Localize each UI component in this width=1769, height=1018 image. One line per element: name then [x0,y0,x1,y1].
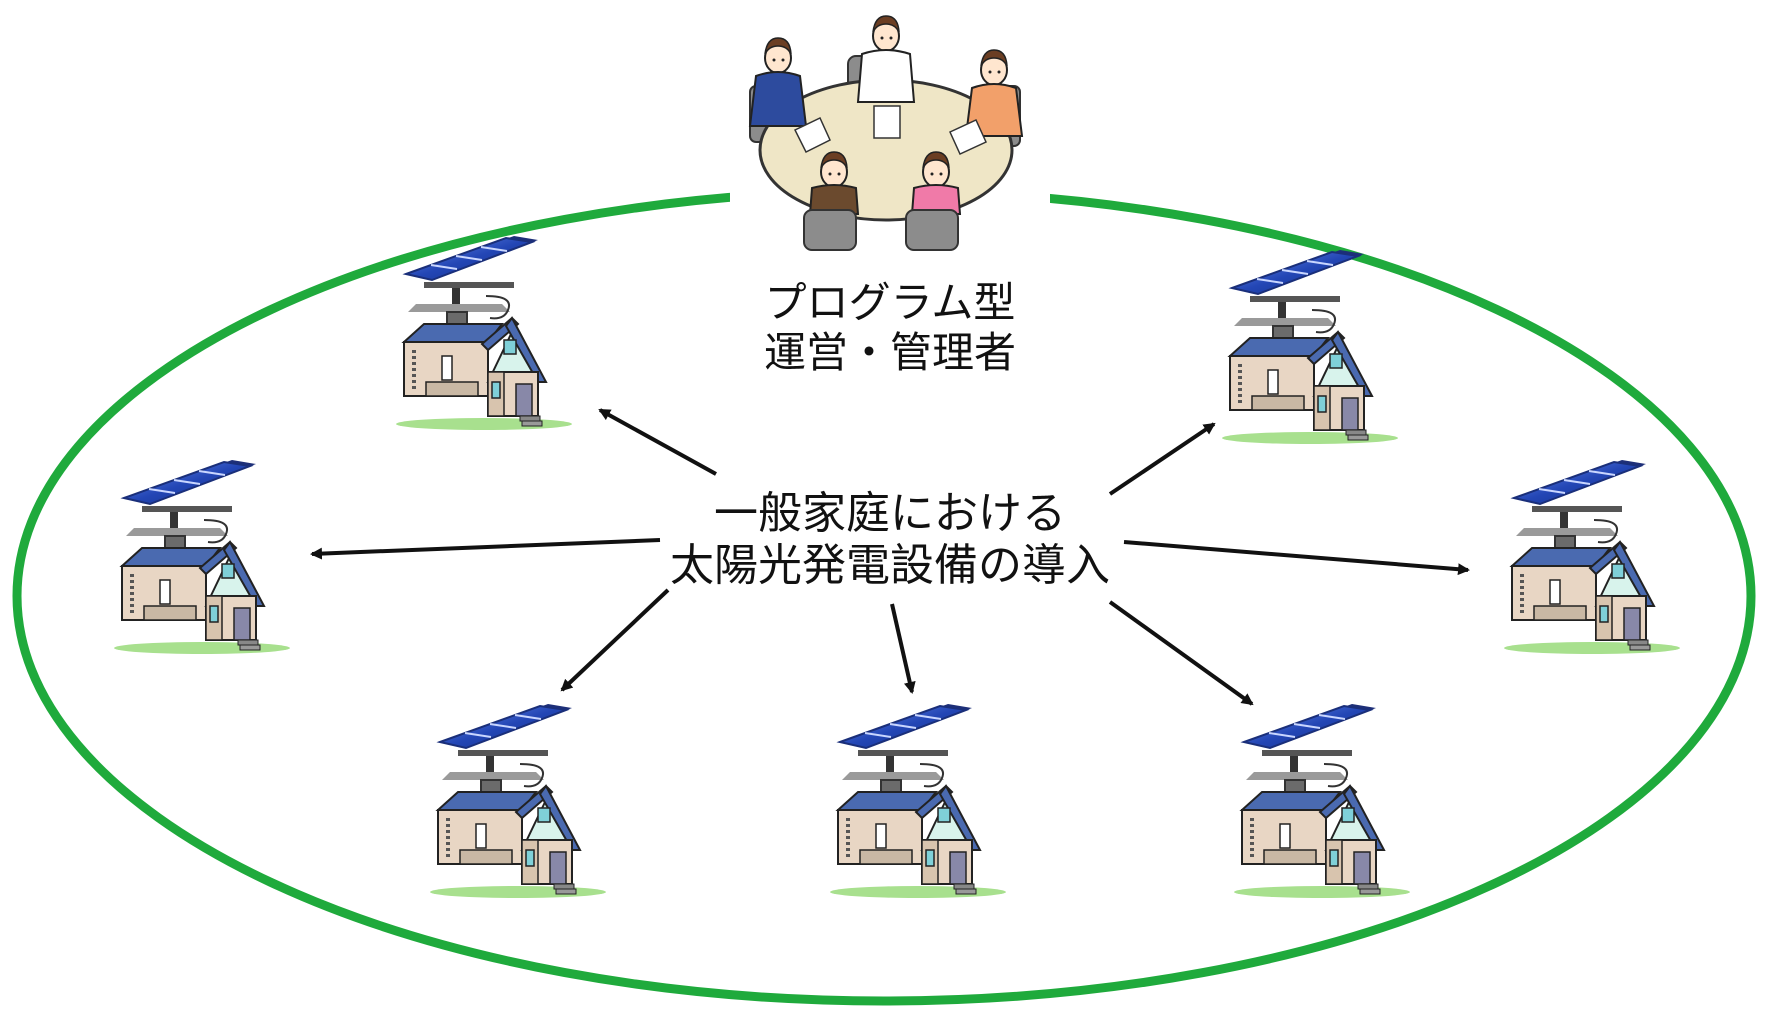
house-mid-right [1502,458,1682,656]
center-label: 一般家庭における 太陽光発電設備の導入 [600,488,1180,592]
arrow-to-bottom-right [1108,600,1254,706]
manager-label-line1: プログラム型 [764,278,1016,327]
house-bottom-center [828,702,1008,900]
arrow-to-top-right [1108,422,1216,496]
meeting-people-icon [730,0,1050,251]
arrow-to-top-left [598,408,717,476]
arrow-to-bottom-center [890,603,916,694]
house-top-right [1220,248,1400,446]
center-label-line1: 一般家庭における [714,488,1066,539]
center-label-line2: 太陽光発電設備の導入 [670,539,1110,591]
arrow-to-mid-right [1123,540,1470,576]
arrow-to-mid-left [310,538,661,560]
house-bottom-left [428,702,608,900]
house-top-left [394,234,574,432]
manager-label: プログラム型 運営・管理者 [660,278,1120,377]
house-mid-left [112,458,292,656]
arrow-to-bottom-left [560,588,670,692]
house-bottom-right [1232,702,1412,900]
manager-label-line2: 運営・管理者 [763,327,1016,377]
